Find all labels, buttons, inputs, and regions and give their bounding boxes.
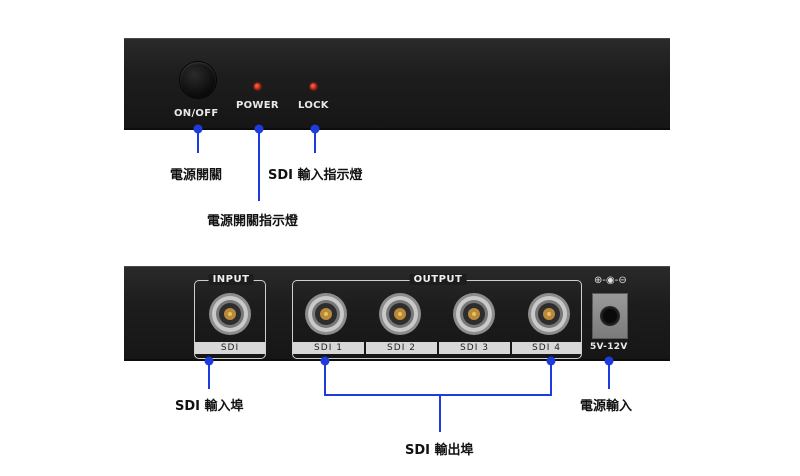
callout-power-switch: 電源開關: [170, 168, 223, 183]
sdi-output-4-bnc-icon: [528, 293, 570, 335]
sdi-output-1-label: SDI 1: [293, 342, 364, 354]
callout-line-power-switch: [197, 129, 199, 153]
power-button[interactable]: [180, 62, 216, 98]
polarity-symbol: ⊕-◉-⊖: [594, 275, 627, 286]
callout-line-sdi-input-indicator: [314, 129, 316, 153]
front-panel: ON/OFF POWER LOCK: [124, 38, 670, 130]
sdi-output-3-bnc-icon: [453, 293, 495, 335]
sdi-output-4-label: SDI 4: [512, 342, 581, 354]
power-led-icon: [254, 83, 261, 90]
rear-panel: INPUT SDI OUTPUT SDI 1 SDI 2 SDI 3 SDI 4…: [124, 266, 670, 361]
callout-power-indicator: 電源開關指示燈: [207, 214, 299, 229]
sdi-output-2-bnc-icon: [379, 293, 421, 335]
callout-sdi-output-port: SDI 輸出埠: [405, 443, 474, 458]
output-group: OUTPUT: [292, 274, 582, 359]
lock-label: LOCK: [298, 100, 329, 111]
input-group: INPUT: [194, 274, 266, 359]
callout-line-sdi-output-right: [550, 361, 552, 395]
power-label: POWER: [236, 100, 279, 111]
dc-power-jack-icon: [592, 293, 628, 339]
callout-line-sdi-output-stem: [439, 394, 441, 432]
power-spec-label: 5V-12V: [590, 342, 628, 352]
callout-line-power-indicator: [258, 129, 260, 201]
sdi-output-3-label: SDI 3: [439, 342, 510, 354]
sdi-input-label: SDI: [195, 342, 265, 354]
output-title: OUTPUT: [409, 274, 467, 285]
callout-line-sdi-output-bracket: [324, 394, 552, 396]
on-off-label: ON/OFF: [174, 108, 219, 119]
callout-sdi-input-indicator: SDI 輸入指示燈: [268, 168, 363, 183]
input-title: INPUT: [208, 274, 254, 285]
callout-line-sdi-output-left: [324, 361, 326, 395]
callout-line-power-input: [608, 361, 610, 389]
callout-power-input: 電源輸入: [580, 399, 633, 414]
callout-sdi-input-port: SDI 輸入埠: [175, 399, 244, 414]
sdi-output-1-bnc-icon: [305, 293, 347, 335]
callout-line-sdi-input-port: [208, 361, 210, 389]
sdi-output-2-label: SDI 2: [366, 342, 437, 354]
sdi-input-bnc-icon: [209, 293, 251, 335]
lock-led-icon: [310, 83, 317, 90]
